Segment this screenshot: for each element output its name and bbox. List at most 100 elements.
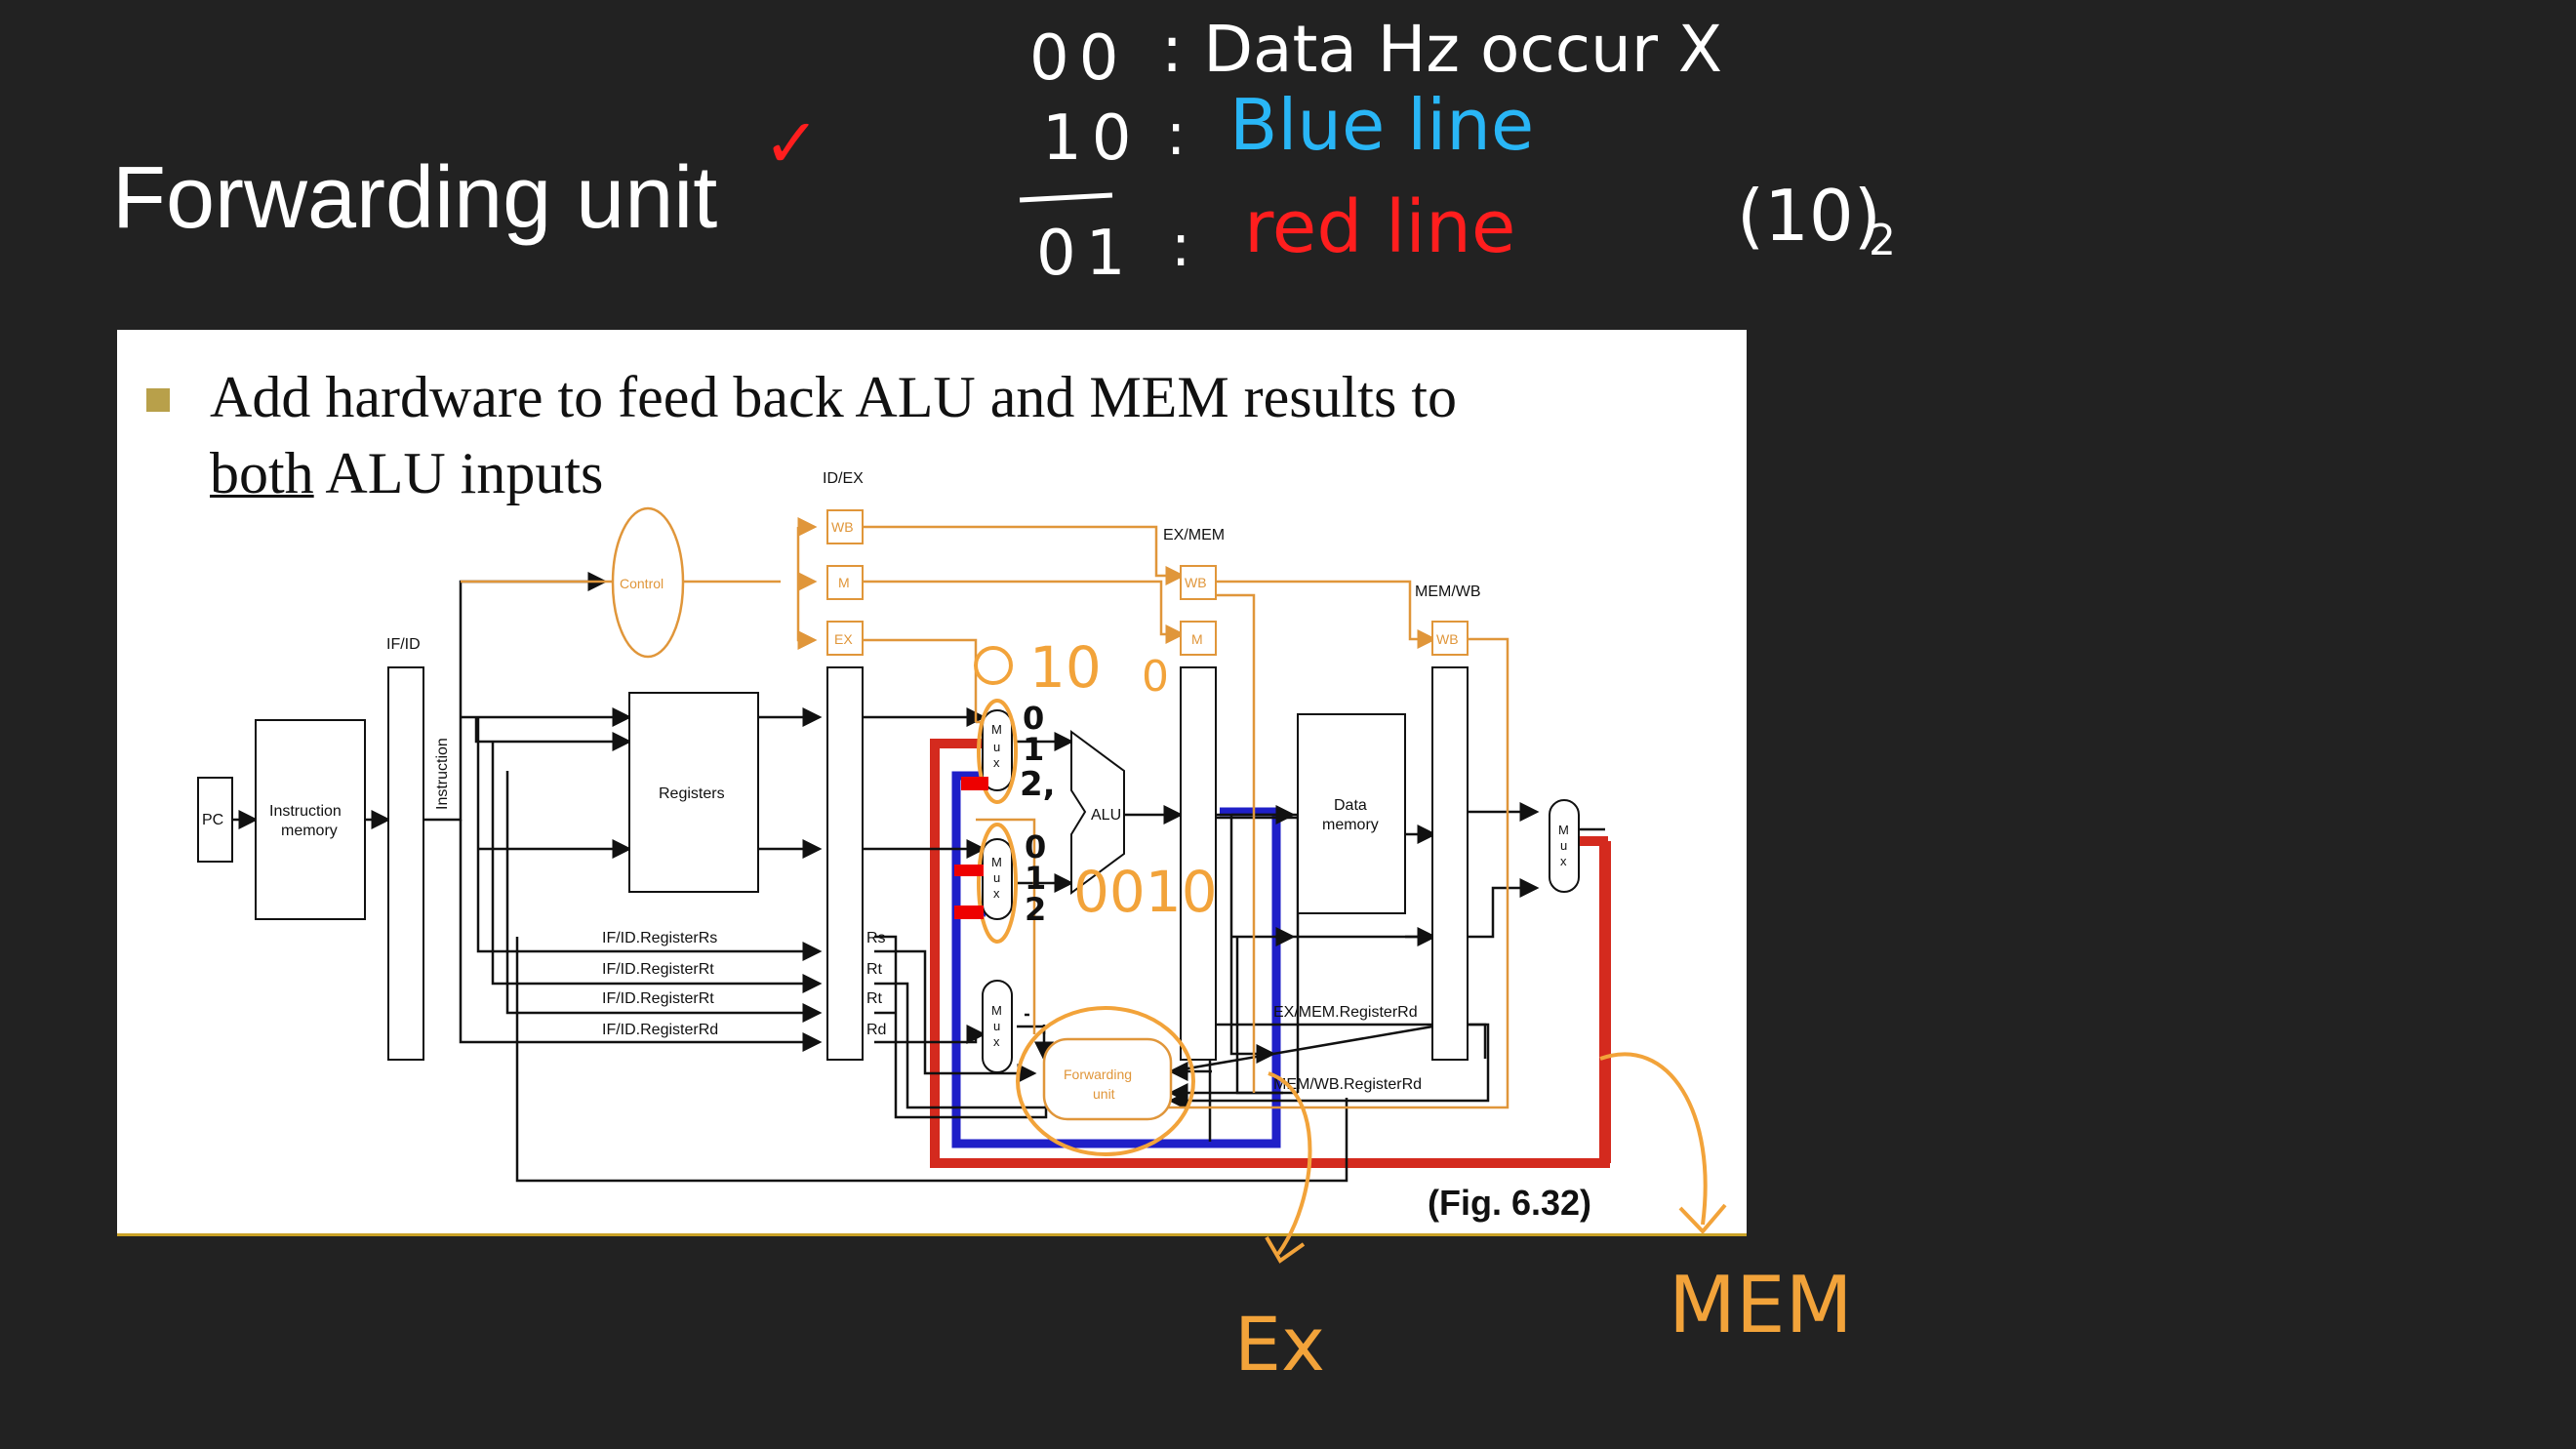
legend-code-10: 10 (1042, 102, 1142, 175)
ex-arrow (1265, 1071, 1312, 1264)
mux-a-m: M (991, 722, 1002, 737)
mux-a-input-1: 1 (1023, 731, 1045, 768)
mux-b-input-0: 0 (1025, 828, 1047, 865)
alu-mux-b (982, 838, 1013, 920)
memwb-register (1431, 666, 1469, 1061)
mux-c-x: x (993, 1034, 1000, 1049)
memwb-label: MEM/WB (1415, 584, 1481, 600)
ex-label: Ex (1234, 1301, 1325, 1388)
legend-code-01: 01 (1036, 218, 1136, 290)
memwb-rd-label: MEM/WB.RegisterRd (1273, 1076, 1422, 1093)
idex-wb-label: WB (831, 519, 854, 535)
legend-colon-01: : (1171, 212, 1191, 280)
dmem-label-2: memory (1322, 817, 1379, 833)
mux-c-u: u (993, 1019, 1000, 1033)
alu-mux-a (982, 709, 1013, 791)
idex-ex-box (826, 621, 864, 656)
mux-d-x: x (1560, 854, 1567, 868)
ifid-label: IF/ID (386, 636, 421, 653)
figure-caption: (Fig. 6.32) (1428, 1183, 1591, 1223)
writeback-mux (1549, 799, 1580, 893)
memwb-wb-label: WB (1436, 631, 1459, 647)
mux-c-m: M (991, 1003, 1002, 1018)
mux-a-x: x (993, 755, 1000, 770)
control-unit (611, 506, 685, 659)
forwarding-unit-highlight (1016, 1006, 1195, 1156)
legend-code-00: 00 (1029, 22, 1129, 95)
registers-box (628, 692, 759, 893)
binary-base: 2 (1869, 216, 1896, 265)
mux-a-input-2: 2, (1020, 765, 1056, 804)
exmem-wb-label: WB (1185, 575, 1207, 590)
idex-ex-label: EX (834, 631, 853, 647)
exmem-m-label: M (1191, 631, 1203, 647)
exmem-wb-box (1180, 565, 1217, 600)
mux-a-u: u (993, 740, 1000, 754)
pc-label: PC (202, 812, 223, 828)
idex-rt-2: Rt (866, 990, 883, 1007)
forwarding-unit-box (1042, 1037, 1173, 1121)
mux-d-m: M (1558, 823, 1569, 837)
mem-label: MEM (1669, 1260, 1853, 1350)
forwarding-label-1: Forwarding (1064, 1067, 1132, 1082)
alu-label: ALU (1091, 807, 1121, 824)
signal-rt-1: IF/ID.RegisterRt (602, 961, 714, 978)
exmem-rd-label: EX/MEM.RegisterRd (1273, 1004, 1418, 1021)
mux-b-input-2: 2 (1025, 891, 1047, 928)
mux-b-note: 0010 (1073, 859, 1218, 925)
mux-a-note: 10 (1029, 634, 1102, 701)
mux-b-x: x (993, 886, 1000, 901)
mux-a-highlight (977, 699, 1018, 804)
dmem-label-1: Data (1334, 797, 1367, 814)
signal-rt-2: IF/ID.RegisterRt (602, 990, 714, 1007)
mux-b-u: u (993, 870, 1000, 885)
idex-label: ID/EX (823, 470, 864, 487)
legend-text-00: : Data Hz occur X (1161, 12, 1723, 87)
data-memory-box (1297, 713, 1406, 914)
mux-b-input-1: 1 (1025, 860, 1047, 897)
check-mark-icon: ✓ (763, 103, 821, 183)
signal-rd: IF/ID.RegisterRd (602, 1022, 718, 1038)
memwb-wb-box (1431, 621, 1469, 656)
instruction-label: Instruction (434, 738, 451, 810)
legend-text-10: Blue line (1229, 84, 1535, 166)
exmem-register (1180, 666, 1217, 1061)
imem-label-1: Instruction (269, 803, 342, 820)
signal-rs: IF/ID.RegisterRs (602, 930, 717, 946)
mux-d-u: u (1560, 838, 1567, 853)
idex-m-label: M (838, 575, 850, 590)
mux-a-zero: 0 (1142, 652, 1169, 702)
mux-b-red-mark-1 (954, 865, 984, 876)
mux-a-circle (974, 646, 1013, 685)
idex-rd: Rd (866, 1022, 886, 1038)
idex-m-box (826, 565, 864, 600)
bullet-underlined-word: both (210, 441, 314, 505)
instruction-memory-box (255, 719, 366, 920)
exmem-label: EX/MEM (1163, 527, 1225, 543)
exmem-m-box (1180, 621, 1217, 656)
slide-title: Forwarding unit (112, 149, 718, 247)
forwarding-label-2: unit (1093, 1086, 1115, 1102)
control-label: Control (620, 576, 664, 591)
legend-text-01: red line (1244, 185, 1516, 269)
idex-rs: Rs (866, 930, 886, 946)
mux-b-highlight (977, 823, 1018, 944)
mux-a-input-0: 0 (1023, 700, 1045, 737)
mux-a-red-mark (961, 777, 988, 790)
idex-wb-box (826, 509, 864, 544)
panel-underline (117, 1233, 1747, 1236)
ifid-register (387, 666, 424, 1061)
registers-label: Registers (659, 785, 725, 802)
bullet-line-2: ALU inputs (313, 441, 604, 505)
mem-arrow (1599, 1052, 1727, 1234)
idex-register (826, 666, 864, 1061)
mux-b-red-mark-2 (954, 906, 984, 919)
bullet-marker (146, 388, 170, 412)
idex-rt-1: Rt (866, 961, 883, 978)
bullet-text: Add hardware to feed back ALU and MEM re… (210, 359, 1457, 511)
regdst-mux (982, 980, 1013, 1073)
bullet-line-1: Add hardware to feed back ALU and MEM re… (210, 365, 1457, 429)
pc-box (197, 777, 233, 863)
alu-shape (1070, 730, 1125, 895)
